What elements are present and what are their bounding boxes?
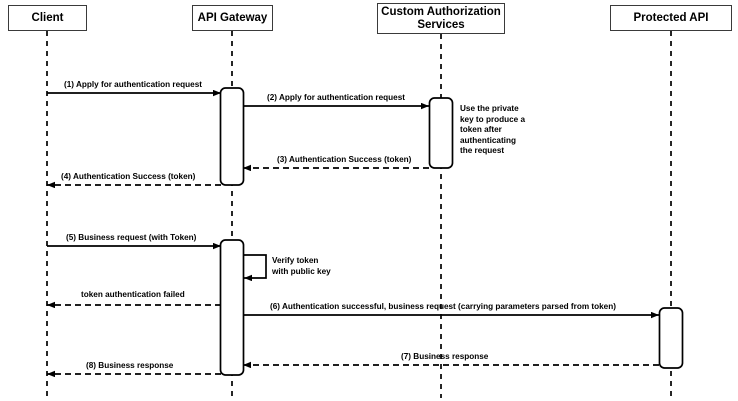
activation-bar-gw-act-1[interactable] bbox=[219, 87, 245, 186]
participant-head-client[interactable]: Client bbox=[8, 5, 87, 31]
participant-head-gateway[interactable]: API Gateway bbox=[192, 5, 273, 31]
message-label-6: (6) Authentication successful, business … bbox=[270, 302, 616, 311]
activation-bar-prot-act-1[interactable] bbox=[658, 307, 684, 369]
participant-label-gateway: API Gateway bbox=[197, 11, 268, 24]
self-message-label-verify-token: Verify token with public key bbox=[272, 256, 331, 276]
messages-layer bbox=[47, 89, 659, 378]
message-label-2: (2) Apply for authentication request bbox=[267, 93, 405, 102]
message-label-1: (1) Apply for authentication request bbox=[64, 80, 202, 89]
note-private-key-note: Use the private key to produce a token a… bbox=[460, 104, 526, 155]
activation-bar-auth-act-1[interactable] bbox=[428, 97, 454, 169]
activations-layer bbox=[219, 87, 684, 376]
participant-head-authsvc[interactable]: Custom Authorization Services bbox=[377, 3, 505, 34]
message-label-7: (7) Business response bbox=[401, 352, 489, 361]
participant-label-client: Client bbox=[31, 11, 64, 24]
message-label-5: (5) Business request (with Token) bbox=[66, 233, 197, 242]
activation-bar-gw-act-2[interactable] bbox=[219, 239, 245, 376]
message-label-8: (8) Business response bbox=[86, 361, 174, 370]
self-messages-layer bbox=[243, 254, 267, 282]
self-message-arrow-verify-token[interactable] bbox=[243, 254, 267, 282]
participant-label-protected: Protected API bbox=[633, 11, 709, 24]
message-label-3: (3) Authentication Success (token) bbox=[277, 155, 412, 164]
message-label-token-auth-failed: token authentication failed bbox=[81, 290, 185, 299]
participant-head-protected[interactable]: Protected API bbox=[610, 5, 732, 31]
participant-label-authsvc: Custom Authorization Services bbox=[381, 5, 501, 31]
message-label-4: (4) Authentication Success (token) bbox=[61, 172, 196, 181]
